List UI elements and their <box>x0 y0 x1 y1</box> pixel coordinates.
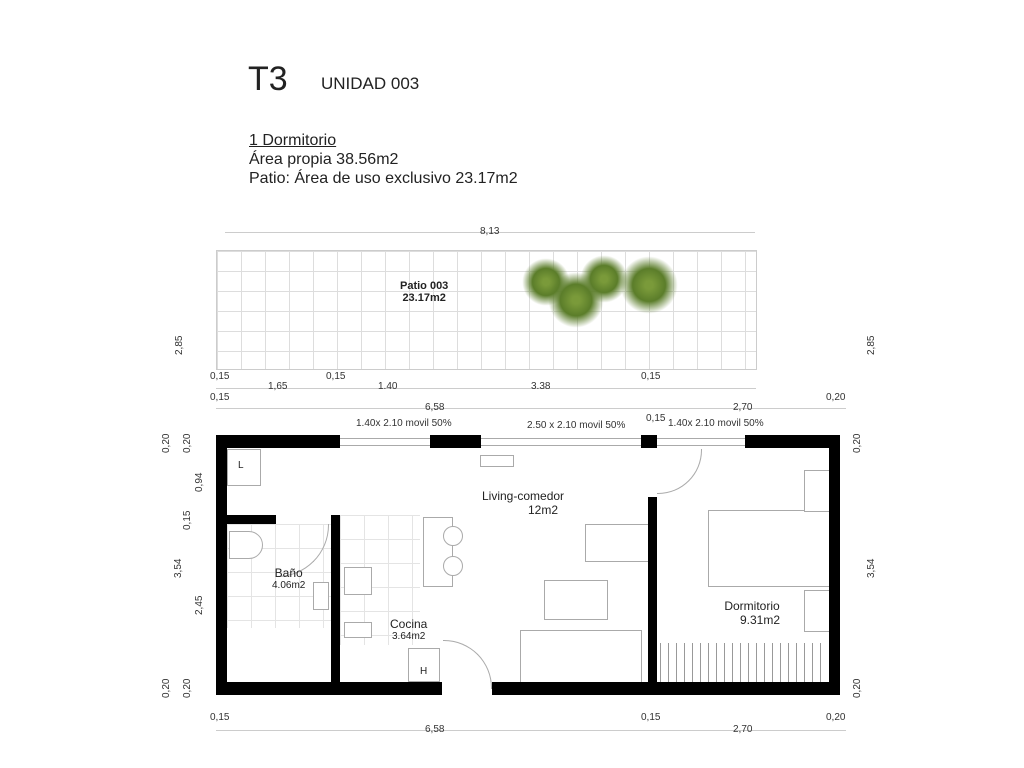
dim: 3,54 <box>173 558 184 578</box>
dim: 0,15 <box>641 371 661 382</box>
window[interactable] <box>481 438 641 446</box>
dim: 6,58 <box>425 402 445 413</box>
entrance-door[interactable] <box>443 640 492 689</box>
window-label: 2.50 x 2.10 movil 50% <box>527 420 626 431</box>
dim: 0,94 <box>194 472 205 492</box>
wall <box>430 435 481 448</box>
wall <box>745 435 840 448</box>
dim: 0,20 <box>852 433 863 453</box>
patio-area <box>216 250 757 370</box>
laundry-fixture: L <box>227 449 261 486</box>
dim: 0,20 <box>161 678 172 698</box>
bedrooms-label: 1 Dormitorio <box>249 132 337 149</box>
wall <box>216 435 227 695</box>
wall <box>216 682 442 695</box>
window[interactable] <box>657 438 745 446</box>
plant-icon <box>620 256 678 314</box>
wall <box>641 435 657 448</box>
stove-icon <box>344 622 372 638</box>
toilet-icon <box>229 531 263 559</box>
dim: 0,15 <box>210 712 230 723</box>
tv-unit <box>480 455 514 467</box>
dim-top-total: 8,13 <box>480 226 500 237</box>
dim: 0,20 <box>826 392 846 403</box>
window[interactable] <box>340 438 430 446</box>
dim-line <box>216 388 756 389</box>
wall <box>227 515 276 524</box>
dim: 2,45 <box>194 595 205 615</box>
bed <box>708 510 830 587</box>
bedroom-door[interactable] <box>657 449 702 494</box>
dim: 0,20 <box>826 712 846 723</box>
wall <box>331 515 340 683</box>
dining-table <box>585 524 649 562</box>
dim-line-top <box>225 232 755 233</box>
kitchen-sink-icon <box>344 567 372 595</box>
dim-line <box>216 730 846 731</box>
dim: 0,20 <box>161 433 172 453</box>
dim: 2,70 <box>733 402 753 413</box>
wall <box>216 435 340 448</box>
dim: 1,65 <box>268 381 288 392</box>
dim: 2,70 <box>733 724 753 735</box>
dim: 6,58 <box>425 724 445 735</box>
unit-type: T3 <box>248 60 288 98</box>
dim: 0,20 <box>182 433 193 453</box>
nightstand <box>804 470 830 512</box>
wall <box>829 435 840 695</box>
unit-number: UNIDAD 003 <box>321 74 420 93</box>
unit-info: 1 Dormitorio Área propia 38.56m2 Patio: … <box>249 131 518 188</box>
window-label: 1.40x 2.10 movil 50% <box>356 418 452 429</box>
coffee-table <box>544 580 608 620</box>
dim: 0,15 <box>210 371 230 382</box>
sofa <box>520 630 642 684</box>
dim: 0,15 <box>326 371 346 382</box>
dim: 0,20 <box>852 678 863 698</box>
window-label: 1.40x 2.10 movil 50% <box>668 418 764 429</box>
own-area-label: Área propia 38.56m2 <box>249 151 399 168</box>
wall <box>492 682 840 695</box>
dim-patio-left: 2,85 <box>174 335 185 355</box>
dim: 3.38 <box>531 381 551 392</box>
dim-line <box>216 408 846 409</box>
dim: 1.40 <box>378 381 398 392</box>
patio-area-label: Patio: Área de uso exclusivo 23.17m2 <box>249 170 518 187</box>
wall <box>648 497 657 683</box>
stool-icon <box>443 526 463 546</box>
bedroom-closet <box>660 643 828 683</box>
dim: 3,54 <box>866 558 877 578</box>
sink-icon <box>313 582 329 610</box>
dim: 0,15 <box>641 712 661 723</box>
water-heater: H <box>408 648 440 682</box>
dim: 0,20 <box>182 678 193 698</box>
dim: 0,15 <box>182 510 193 530</box>
dim: 0,15 <box>646 413 666 424</box>
dim: 0,15 <box>210 392 230 403</box>
dim-patio-right: 2,85 <box>866 335 877 355</box>
stool-icon <box>443 556 463 576</box>
nightstand <box>804 590 830 632</box>
